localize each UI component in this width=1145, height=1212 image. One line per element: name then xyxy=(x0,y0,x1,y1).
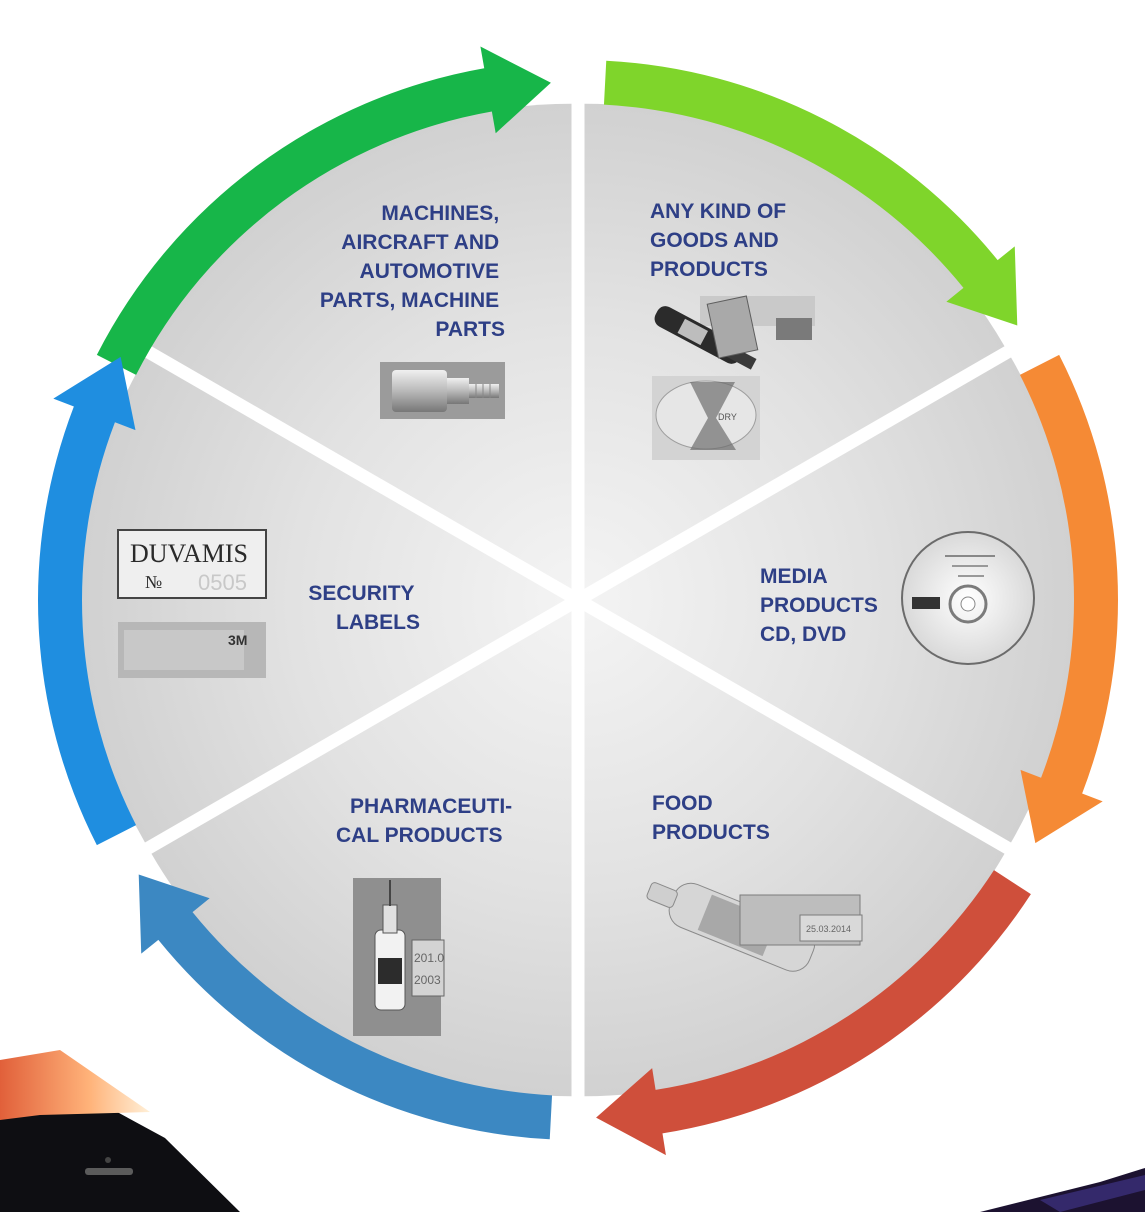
arrow-green-dark xyxy=(96,46,551,375)
labels-layer: MACHINES, AIRCRAFT AND AUTOMOTIVE PARTS,… xyxy=(308,200,884,847)
svg-text:DRY: DRY xyxy=(718,412,737,422)
arrow-red xyxy=(596,870,1031,1156)
segment-food xyxy=(584,611,1005,1097)
machine-part-photo xyxy=(380,362,505,419)
label-media: MEDIA PRODUCTS CD, DVD xyxy=(760,565,884,646)
arrow-green-light xyxy=(603,60,1018,326)
segment-media xyxy=(591,357,1076,843)
label-machines: MACHINES, AIRCRAFT AND AUTOMOTIVE PARTS,… xyxy=(320,202,505,341)
food-date-tag: 25.03.2014 xyxy=(806,924,851,934)
label-pharma: PHARMACEUTI- CAL PRODUCTS xyxy=(336,795,518,847)
segment-machines xyxy=(151,103,572,589)
label-goods: ANY KIND OF GOODS AND PRODUCTS xyxy=(650,200,792,281)
pharma-vial-photo: 201.0 2003 xyxy=(353,878,445,1036)
goods-products-photo: DRY xyxy=(652,295,815,460)
security-number: 0505 xyxy=(198,570,247,595)
device-corner-left xyxy=(0,1050,240,1212)
label-security: SECURITY LABELS xyxy=(308,582,420,634)
segment-pharma xyxy=(151,611,572,1097)
arrow-blue xyxy=(38,356,137,846)
label-food: FOOD PRODUCTS xyxy=(652,792,770,844)
segment-security xyxy=(79,357,565,843)
security-label-photo: DUVAMIS № 0505 3M xyxy=(117,529,267,678)
cd-disc-photo xyxy=(901,531,1035,665)
security-number-sign: № xyxy=(145,572,162,592)
tape-brand: 3M xyxy=(228,632,247,648)
device-corner-right xyxy=(980,1168,1145,1212)
security-brand: DUVAMIS xyxy=(130,539,248,568)
food-bottle-photo: 25.03.2014 xyxy=(646,882,863,972)
vial-tag-line2: 2003 xyxy=(414,973,441,987)
vial-tag-line1: 201.0 xyxy=(414,951,444,965)
segments-layer xyxy=(79,103,1076,1097)
arrow-blue-steel xyxy=(138,874,553,1140)
arrows-layer xyxy=(38,46,1118,1156)
segment-goods xyxy=(584,103,1005,589)
arrow-orange xyxy=(1019,354,1118,844)
